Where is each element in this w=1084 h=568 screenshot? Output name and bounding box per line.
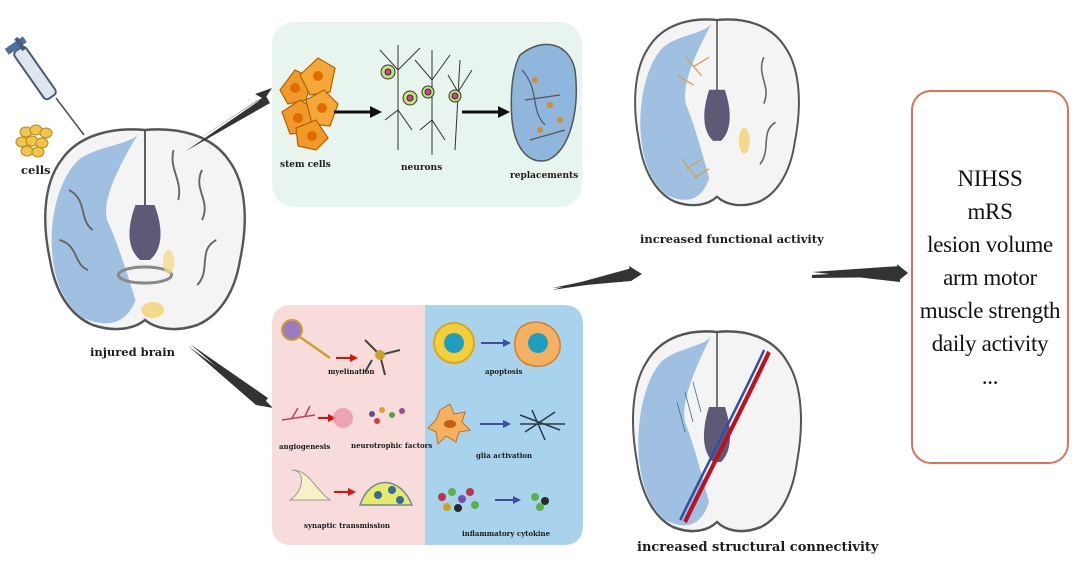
arrow-to-outcomes <box>812 264 908 282</box>
neurons-label: neurons <box>401 163 443 173</box>
injured-brain-illustration <box>44 128 246 331</box>
synaptic-transmission-label: synaptic transmission <box>304 521 390 530</box>
glia-activation-label: glia activation <box>476 451 533 460</box>
arrow-to-replacement <box>185 88 272 151</box>
apoptosis-label: apoptosis <box>485 367 523 376</box>
replacement-panel <box>272 22 582 207</box>
synaptic-illustration <box>288 469 414 506</box>
outcome-daily-activity: daily activity <box>931 330 1049 356</box>
outcome-muscle-strength: muscle strength <box>919 297 1061 323</box>
outcome-nihss: NIHSS <box>957 165 1023 191</box>
outcome-more: ... <box>981 363 999 389</box>
inflammatory-cytokine-illustration <box>438 488 549 512</box>
cells-label: cells <box>21 163 51 177</box>
outcome-arm-motor: arm motor <box>943 264 1037 290</box>
angiogenesis-label: angiogenesis <box>279 442 331 451</box>
structural-connectivity-label: increased structural connectivity <box>637 540 879 555</box>
stem-cells-illustration <box>279 57 339 151</box>
myelination-illustration <box>281 319 401 376</box>
arrow-neurons-to-replacements <box>462 106 510 118</box>
replacements-illustration <box>510 43 578 162</box>
arrow-stem-to-neurons <box>334 106 382 118</box>
outcome-lesion-volume: lesion volume <box>927 231 1053 257</box>
outcomes-box: NIHSS mRS lesion volume arm motor muscle… <box>911 90 1069 464</box>
outcome-mrs: mRS <box>967 198 1013 224</box>
neurotrophic-dots <box>369 407 405 424</box>
arrow-to-results <box>552 266 642 290</box>
functional-activity-label: increased functional activity <box>640 232 824 246</box>
syringe-icon <box>4 36 85 136</box>
replacements-label: replacements <box>510 171 579 181</box>
neurotrophic-factors-label: neurotrophic factors <box>351 441 433 450</box>
neurons-illustration <box>379 45 473 155</box>
arrow-to-mechanisms <box>188 344 273 408</box>
injured-brain-label: injured brain <box>90 345 175 359</box>
cells-cluster-icon <box>15 124 53 158</box>
functional-activity-brain <box>633 18 801 207</box>
angiogenesis-illustration <box>281 405 353 428</box>
inflammatory-cytokine-label: inflammatory cytokine <box>462 529 551 538</box>
apoptosis-illustration <box>433 321 561 367</box>
glia-activation-illustration <box>427 403 565 446</box>
structural-connectivity-brain <box>631 330 803 533</box>
myelination-label: myelination <box>328 367 375 376</box>
stem-cells-label: stem cells <box>280 160 331 170</box>
